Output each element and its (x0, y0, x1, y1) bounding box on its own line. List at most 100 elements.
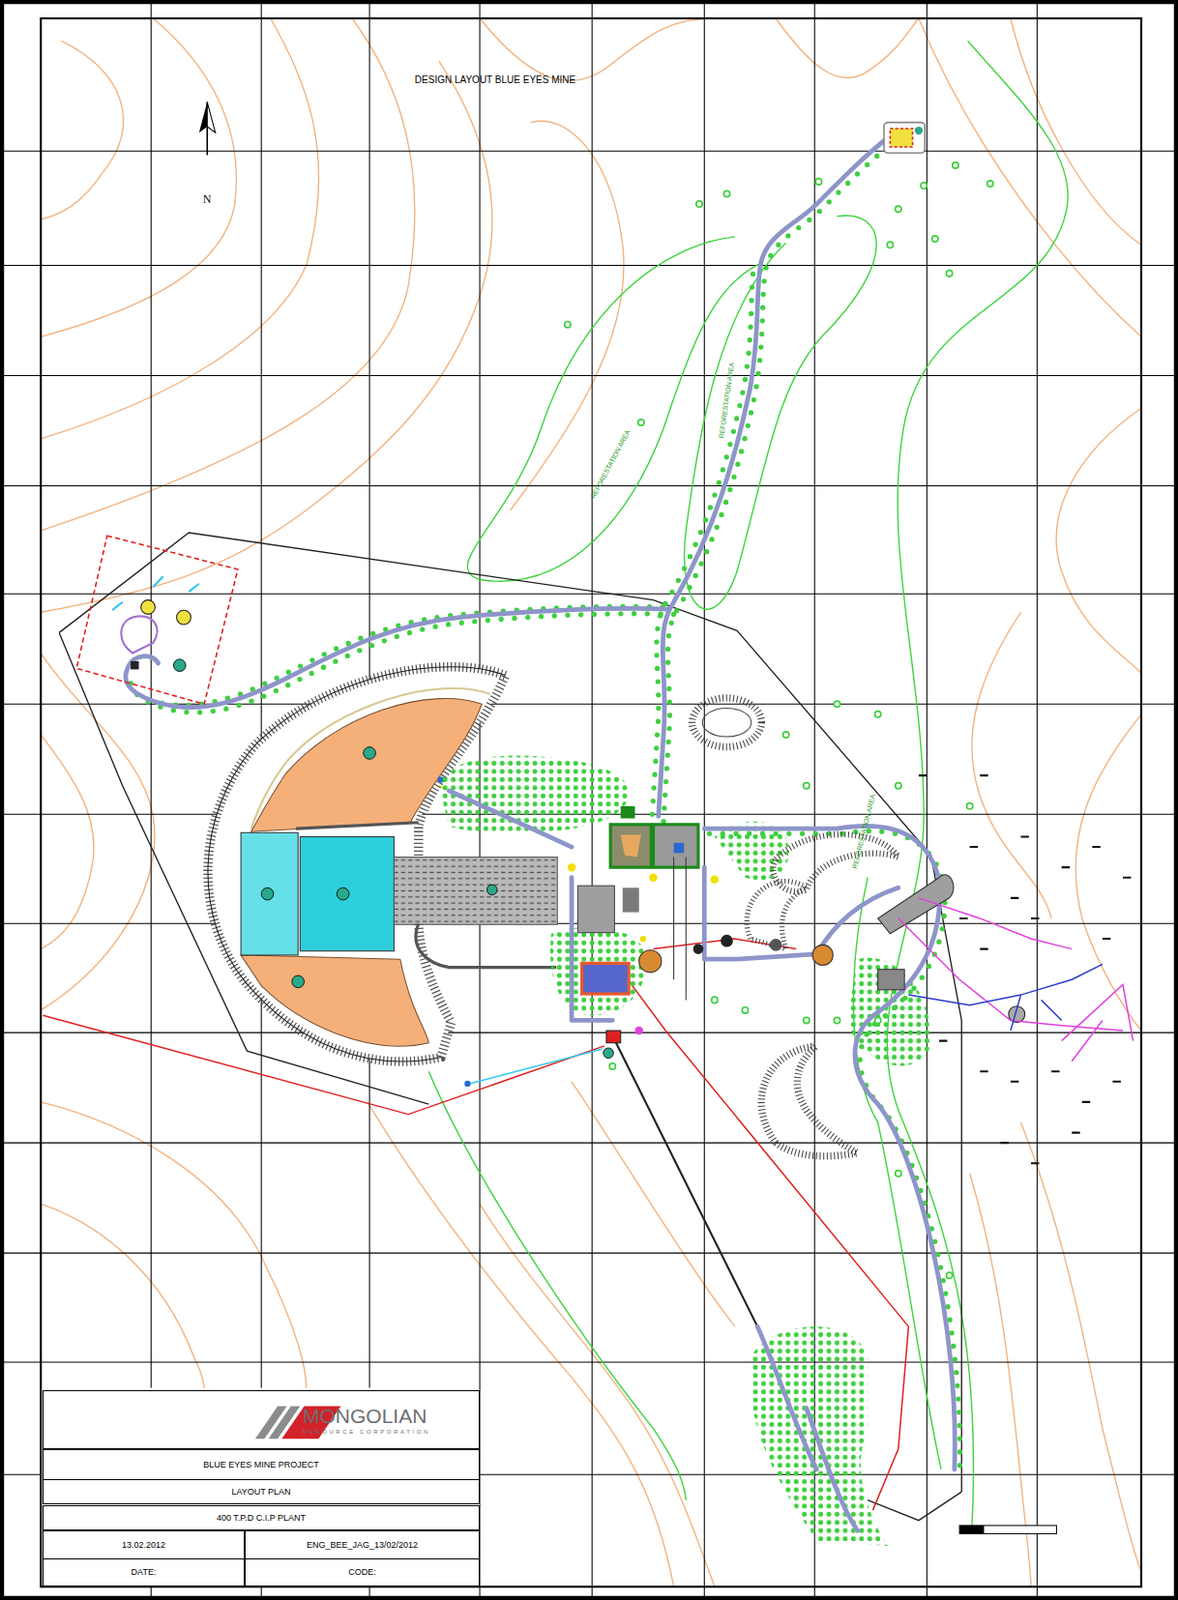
road (709, 831, 961, 1476)
plant-building (710, 876, 719, 884)
underground-working (908, 964, 1103, 1005)
stockpile (702, 708, 752, 738)
plant-building (640, 936, 647, 943)
plant-building (693, 943, 705, 955)
tree-symbol (920, 182, 927, 189)
grid-line (40, 18, 1142, 1588)
contour-line (479, 18, 715, 81)
drill-mark (918, 775, 1132, 1164)
tailings-facility (240, 832, 298, 956)
road (704, 825, 955, 1471)
area-label: REFORESTATION AREA (717, 361, 736, 439)
tree-symbol (833, 701, 840, 707)
contour-line (918, 18, 1142, 337)
tailings-facility (240, 955, 429, 1047)
stockpile (692, 698, 899, 1157)
contour-line (1010, 18, 1142, 245)
tree-symbol (564, 162, 994, 1280)
magazine-compound (76, 535, 238, 705)
tree-symbol (987, 180, 994, 187)
north-structure (914, 126, 923, 135)
cell-text: LAYOUT PLAN (231, 1487, 291, 1498)
contour-line (1056, 408, 1142, 674)
road (157, 606, 663, 706)
cell-text: BLUE EYES MINE PROJECT (203, 1460, 320, 1471)
magazine-compound (176, 610, 192, 625)
road (448, 791, 572, 848)
road (125, 137, 955, 1532)
tree-symbol (803, 1017, 810, 1024)
tailings-facility (486, 884, 498, 896)
boundary-line (867, 1492, 962, 1522)
plant-building (674, 843, 685, 855)
underground-working (918, 898, 1072, 950)
tree-symbol (783, 732, 790, 738)
magazine-compound (173, 659, 186, 673)
underground-working (898, 898, 1134, 1062)
underground-working (898, 918, 1123, 1031)
code-cell: ENG_BEE_JAG_13/02/2012CODE: (244, 1531, 480, 1588)
tree-symbol (741, 1007, 748, 1014)
north-arrow (199, 102, 207, 134)
plant-building (620, 806, 636, 820)
plan-title: DESIGN LAYOUT BLUE EYES MINE (414, 74, 576, 86)
tick-mark (1, 150, 1177, 1475)
north-arrow (206, 102, 215, 134)
tree-cluster (439, 755, 630, 833)
cell-text: ENG_BEE_JAG_13/02/2012 (306, 1540, 418, 1551)
reforestation-outline (428, 40, 1068, 1532)
plant-building (812, 944, 833, 966)
tree-symbol (895, 783, 902, 790)
plant-building (652, 824, 698, 868)
area-label: REFORESTATION AREA (851, 794, 877, 870)
tree-symbol (967, 803, 973, 810)
tree-symbol (952, 162, 959, 169)
road (125, 137, 961, 1532)
tailings-facility (363, 747, 377, 761)
logo-cell: MONGOLIANRESOURCE CORPORATION (42, 1390, 480, 1450)
tree-symbol (815, 178, 822, 185)
contour-line (40, 653, 155, 1011)
contour-line (971, 612, 1052, 919)
road (658, 137, 888, 817)
tree-symbol (932, 235, 939, 242)
contour-line (510, 120, 624, 510)
plant-building (577, 885, 615, 934)
plant-building (634, 1027, 643, 1035)
cell-subtext: CODE: (348, 1567, 377, 1578)
reforestation-outline (886, 40, 1068, 1532)
tree-symbol (895, 206, 902, 212)
plant-building (769, 939, 783, 952)
cell-text: 400 T.P.D C.I.P PLANT (216, 1513, 306, 1524)
contour-line (40, 1204, 205, 1388)
tailings-facility (207, 667, 558, 1088)
scale-bar (959, 1526, 1057, 1534)
area-label: REFORESTATION AREA (589, 428, 631, 500)
pipeline (612, 1035, 758, 1327)
plant-building (622, 887, 640, 913)
plant-building (610, 824, 651, 868)
title-block-ground (42, 1390, 480, 1589)
cell-subtext: RESOURCE CORPORATION (302, 1429, 431, 1436)
contour-line (479, 1204, 715, 1588)
plant-building (603, 1048, 615, 1060)
plant-building (648, 873, 657, 882)
cell-text: MONGOLIAN (302, 1405, 427, 1429)
decline-portal (878, 875, 954, 935)
tree-symbol (696, 201, 703, 207)
underground-working (1010, 995, 1062, 1031)
magazine-compound (120, 617, 157, 654)
tree-cluster (439, 755, 931, 1547)
tailings-facility (393, 857, 558, 926)
magazine-compound (141, 600, 156, 616)
reforestation-outline (684, 215, 878, 610)
stockpile (746, 882, 806, 950)
contour-line (1020, 1122, 1142, 1572)
tree-symbol (609, 1063, 616, 1070)
tree-symbol (564, 321, 571, 327)
